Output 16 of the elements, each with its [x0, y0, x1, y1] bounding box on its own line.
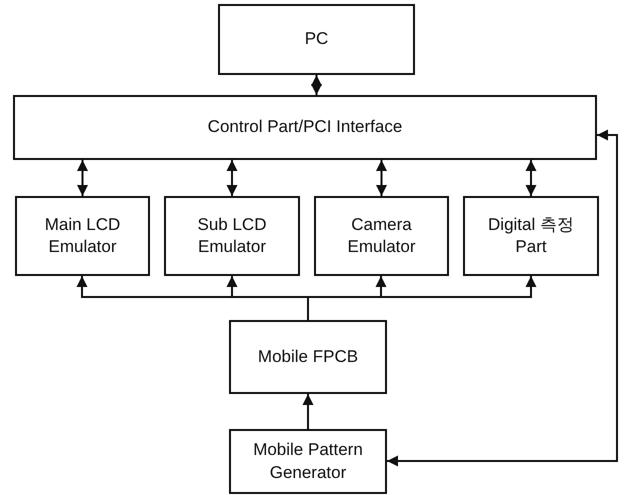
arrow — [77, 160, 88, 196]
process-box: Sub LCD Emulator — [164, 196, 300, 276]
arrow — [226, 160, 238, 196]
arrow — [376, 160, 387, 196]
process-box: Mobile Pattern Generator — [229, 429, 387, 494]
arrow — [311, 75, 322, 95]
process-box: PC — [218, 4, 415, 75]
arrow — [302, 394, 314, 429]
arrow — [307, 276, 536, 320]
process-box: Camera Emulator — [314, 196, 449, 276]
process-box: Mobile FPCB — [229, 320, 387, 394]
process-box: Control Part/PCI Interface — [13, 95, 597, 160]
arrow — [526, 160, 536, 196]
process-box: Digital 측정 Part — [463, 196, 599, 276]
process-box: Main LCD Emulator — [15, 196, 150, 276]
arrow — [387, 130, 618, 466]
